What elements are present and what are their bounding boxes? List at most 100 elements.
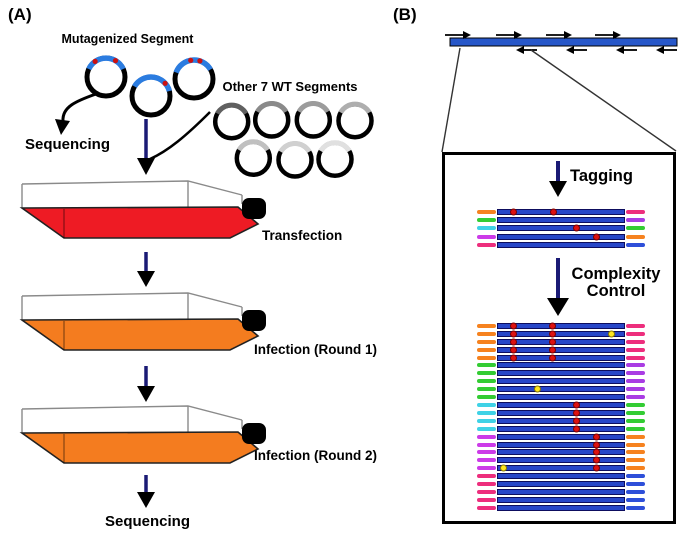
dna-strand <box>497 233 625 241</box>
segment-tag-right <box>626 242 645 247</box>
complexity-arrow <box>547 258 569 316</box>
segment-tag-left <box>477 450 496 455</box>
segment-tag-right <box>626 489 645 494</box>
dna-strand-row <box>477 504 645 512</box>
dna-strand-row <box>477 338 645 346</box>
segment-tag-left <box>477 395 496 400</box>
red-mutation-dot <box>549 208 557 216</box>
dna-strand-row <box>477 448 645 457</box>
segment-tag-left <box>477 410 496 415</box>
curved-arrow-to-sequencing <box>61 92 97 122</box>
segment-tag-left <box>477 418 496 423</box>
tagging-strand-group <box>477 208 645 249</box>
down-arrow <box>137 366 155 402</box>
segment-tag-left <box>477 339 496 344</box>
mutation-dot <box>188 57 194 63</box>
segment-tag-left <box>477 371 496 376</box>
dna-strand-row <box>477 464 645 472</box>
zoom-callout-lines <box>441 47 677 153</box>
complexity-strand-group <box>477 322 645 512</box>
segment-tag-left <box>477 505 496 510</box>
red-mutation-dot <box>509 354 517 362</box>
wt-insert-arc <box>236 139 270 152</box>
detail-box: Tagging Complexity Control <box>442 152 676 524</box>
red-mutation-dot <box>592 233 600 241</box>
segment-tag-left <box>477 347 496 352</box>
dna-strand <box>497 378 625 385</box>
dna-strand-row <box>477 480 645 488</box>
dna-strand <box>497 433 625 441</box>
red-mutation-dot <box>572 409 580 417</box>
segment-tag-right <box>626 426 645 431</box>
dna-strand <box>497 338 625 346</box>
wt-insert-arc <box>338 101 372 114</box>
segment-tag-left <box>477 218 496 223</box>
segment-tag-right <box>626 218 645 223</box>
yellow-mutation-dot <box>607 330 615 338</box>
dna-strand <box>497 425 625 433</box>
infection-round1-label: Infection (Round 1) <box>254 342 377 357</box>
forward-primer-arrow <box>595 31 621 39</box>
dna-strand <box>497 496 625 503</box>
mutation-dot <box>112 58 119 64</box>
complexity-line2: Control <box>586 282 646 300</box>
down-arrow <box>137 119 155 175</box>
segment-tag-right <box>626 234 645 239</box>
red-mutation-dot <box>572 401 580 409</box>
red-mutation-dot <box>572 425 580 433</box>
dna-strand <box>497 385 625 393</box>
segment-tag-left <box>477 363 496 368</box>
dna-strand-row <box>477 208 645 216</box>
wt-insert-arc <box>255 101 289 114</box>
segment-tag-left <box>477 466 496 471</box>
segment-tag-right <box>626 482 645 487</box>
panel-a-arrows <box>55 92 211 508</box>
segment-tag-right <box>626 379 645 384</box>
red-mutation-dot <box>509 330 517 338</box>
dna-strand <box>497 370 625 377</box>
yellow-mutation-dot <box>499 464 507 472</box>
dna-strand <box>497 394 625 401</box>
segment-tag-right <box>626 210 645 215</box>
dna-strand <box>497 322 625 330</box>
flask-liquid <box>19 431 260 464</box>
segment-tag-right <box>626 442 645 447</box>
reverse-primer-arrow <box>516 46 537 54</box>
wt-insert-arc <box>318 140 352 153</box>
sequencing-top-label: Sequencing <box>24 136 110 153</box>
dna-strand <box>497 481 625 488</box>
red-mutation-dot <box>592 433 600 441</box>
segment-tag-right <box>626 474 645 479</box>
reverse-primer-arrow <box>656 46 677 54</box>
dna-strand-row <box>477 409 645 417</box>
down-arrow <box>137 252 155 287</box>
segment-tag-left <box>477 210 496 215</box>
mutagenized-segment-label: Mutagenized Segment <box>61 32 194 46</box>
segment-tag-right <box>626 363 645 368</box>
mutagenized-insert <box>132 74 173 92</box>
dna-strand <box>497 504 625 511</box>
culture-flask-infection2 <box>19 405 266 464</box>
segment-tag-left <box>477 474 496 479</box>
segment-tag-left <box>477 497 496 502</box>
dna-strand-row <box>477 354 645 362</box>
dna-strand <box>497 448 625 456</box>
segment-tag-left <box>477 355 496 360</box>
box-arrows <box>547 161 569 316</box>
segment-tag-right <box>626 347 645 352</box>
dna-strand-row <box>477 417 645 425</box>
segment-tag-left <box>477 379 496 384</box>
panel-a-label: (A) <box>8 5 32 24</box>
dna-strand-row <box>477 369 645 377</box>
dna-strand-row <box>477 377 645 385</box>
mutation-dot <box>92 58 98 64</box>
dna-strand-row <box>477 322 645 330</box>
red-mutation-dot <box>548 330 556 338</box>
dna-strand-row <box>477 241 645 249</box>
dna-strand-row <box>477 441 645 449</box>
segment-tag-right <box>626 331 645 336</box>
dna-strand-row <box>477 496 645 504</box>
tagging-label: Tagging <box>570 167 633 185</box>
genome-bar-with-primers <box>445 31 678 54</box>
